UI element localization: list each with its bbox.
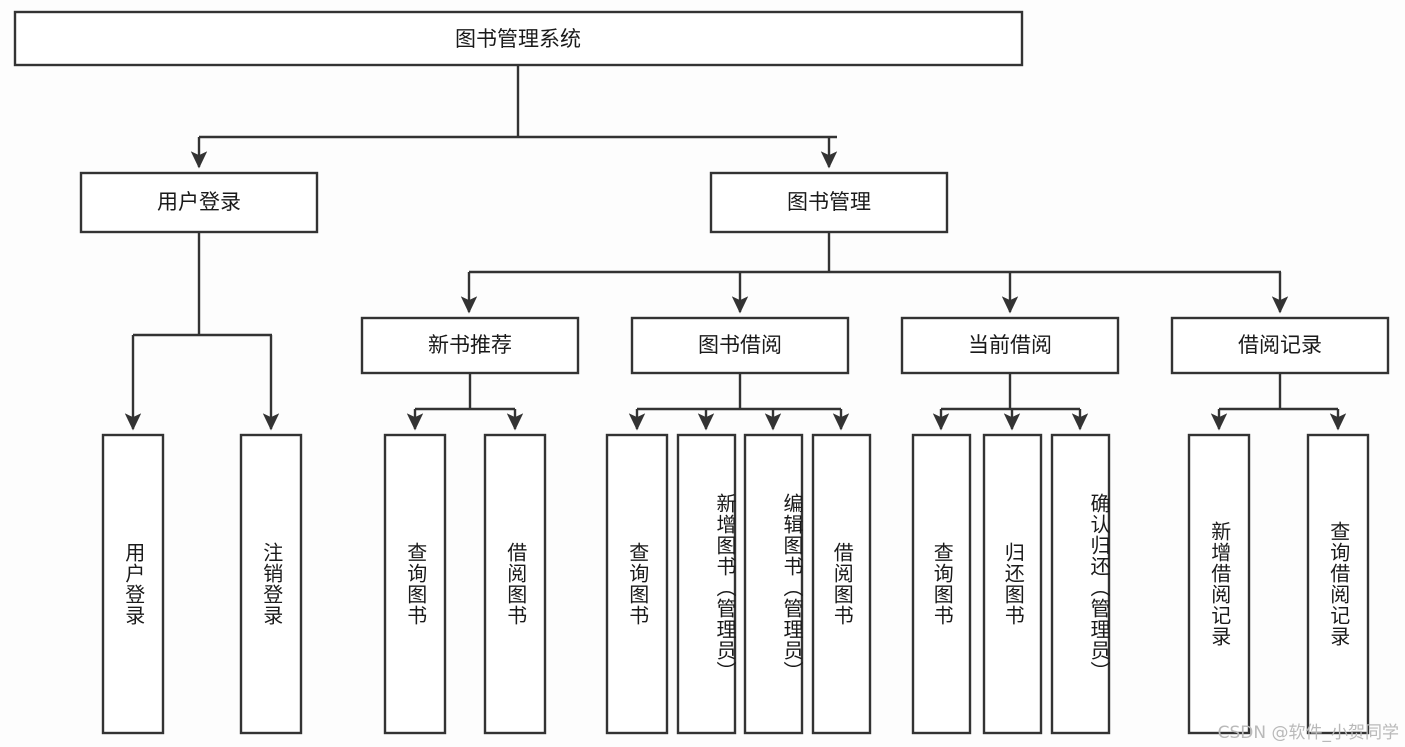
node-leaf-query-book-1[interactable]	[383, 433, 447, 735]
node-leaf-logout-login[interactable]	[239, 433, 303, 735]
node-book-borrow-label: 图书借阅	[698, 333, 782, 357]
node-leaf-add-borrow-record[interactable]	[1187, 433, 1251, 735]
connector-current-borrow-to-leaves	[932, 373, 1089, 431]
node-leaf-add-book-admin[interactable]	[676, 433, 737, 735]
node-new-book-recommend-label: 新书推荐	[428, 333, 512, 357]
node-leaf-edit-book-admin[interactable]	[743, 433, 804, 735]
connector-borrow-record-to-leaves	[1210, 373, 1347, 431]
node-leaf-borrow-book-1[interactable]	[483, 433, 547, 735]
node-root[interactable]: 图书管理系统	[13, 10, 1024, 67]
node-leaf-query-book-2[interactable]	[605, 433, 669, 735]
connector-book-borrow-to-leaves	[628, 373, 850, 431]
node-current-borrow-label: 当前借阅	[968, 333, 1052, 357]
connector-book-management-to-level3	[460, 232, 1289, 314]
node-user-login[interactable]: 用户登录	[79, 171, 319, 234]
node-leaf-return-book[interactable]	[982, 433, 1043, 735]
node-leaf-user-login[interactable]	[101, 433, 165, 735]
node-current-borrow[interactable]: 当前借阅	[900, 316, 1120, 375]
node-book-management-label: 图书管理	[787, 190, 871, 214]
connector-root-to-level2	[190, 65, 838, 169]
connector-new-book-recommend-to-leaves	[406, 373, 524, 431]
node-leaf-query-book-3[interactable]	[911, 433, 972, 735]
node-borrow-record-label: 借阅记录	[1238, 333, 1322, 357]
node-leaf-borrow-book-2[interactable]	[811, 433, 872, 735]
node-book-management[interactable]: 图书管理	[709, 171, 949, 234]
node-borrow-record[interactable]: 借阅记录	[1170, 316, 1390, 375]
node-leaf-confirm-return-admin[interactable]	[1050, 433, 1111, 735]
connector-user-login-to-leaves	[124, 232, 280, 431]
node-user-login-label: 用户登录	[157, 190, 241, 214]
node-new-book-recommend[interactable]: 新书推荐	[360, 316, 580, 375]
leaf-boxes	[101, 433, 1370, 735]
node-root-label: 图书管理系统	[455, 27, 581, 51]
csdn-watermark: CSDN @软件_小贺同学	[1217, 723, 1399, 743]
node-book-borrow[interactable]: 图书借阅	[630, 316, 850, 375]
node-leaf-query-borrow-record[interactable]	[1306, 433, 1370, 735]
